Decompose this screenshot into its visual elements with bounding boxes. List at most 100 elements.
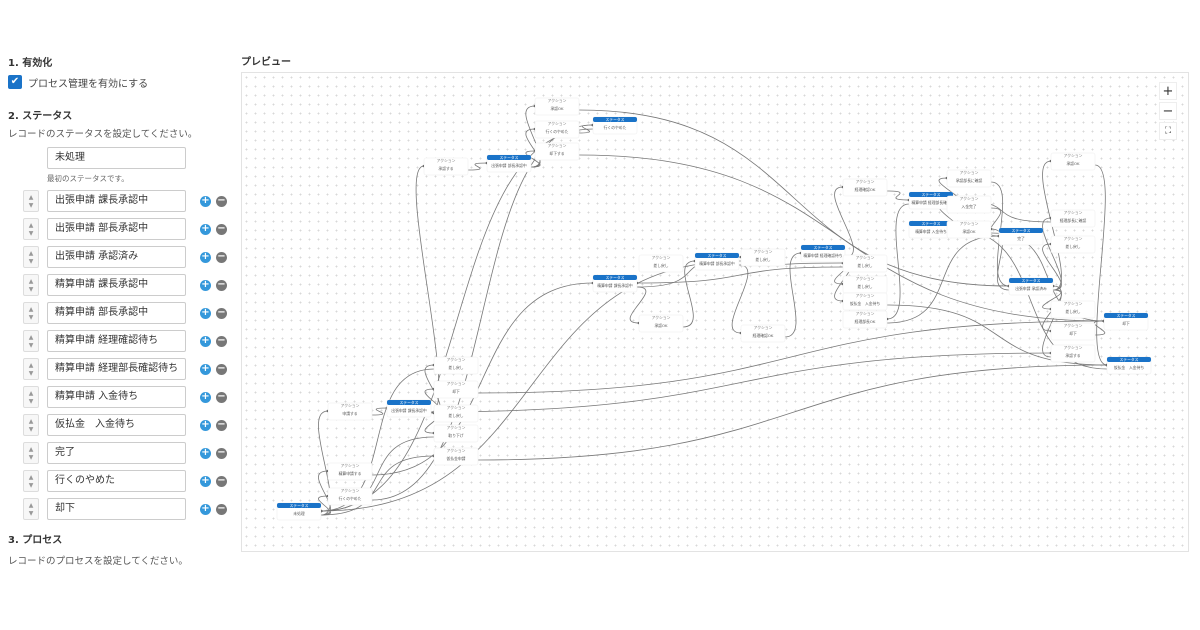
add-status-button[interactable]: + — [200, 251, 211, 263]
status-input[interactable]: 精算申請 課長承認中 — [47, 274, 186, 296]
remove-status-button[interactable]: − — [216, 251, 227, 263]
remove-status-button[interactable]: − — [216, 223, 227, 235]
node-header: アクション — [447, 425, 466, 430]
status-reorder-handle[interactable]: ▲▼ — [23, 414, 39, 436]
remove-status-button[interactable]: − — [216, 447, 227, 459]
remove-status-button[interactable]: − — [216, 503, 227, 515]
zoom-out-button[interactable]: − — [1159, 102, 1177, 120]
status-reorder-handle[interactable]: ▲▼ — [23, 442, 39, 464]
status-input[interactable]: 仮払金 入金待ち — [47, 414, 186, 436]
enable-process-label[interactable]: プロセス管理を有効にする — [28, 79, 149, 90]
enable-process-checkbox[interactable]: ✔ — [8, 75, 22, 89]
add-status-button[interactable]: + — [200, 223, 211, 235]
node-label: 差し戻し — [755, 257, 770, 262]
status-input[interactable]: 出張申請 部長承認中 — [47, 218, 186, 240]
status-input[interactable]: 出張申請 課長承認中 — [47, 190, 186, 212]
initial-status-input[interactable]: 未処理 — [47, 147, 186, 169]
status-input[interactable]: 精算申請 入金待ち — [47, 386, 186, 408]
status-reorder-handle[interactable]: ▲▼ — [23, 386, 39, 408]
status-reorder-handle[interactable]: ▲▼ — [23, 246, 39, 268]
remove-status-button[interactable]: − — [216, 307, 227, 319]
add-status-button[interactable]: + — [200, 335, 211, 347]
add-status-button[interactable]: + — [200, 307, 211, 319]
process-preview-canvas[interactable]: ステータス未処理ステータス出張申請 課長承認中ステータス出張申請 部長承認中ステ… — [241, 72, 1189, 552]
add-status-button[interactable]: + — [200, 419, 211, 431]
add-status-button[interactable]: + — [200, 195, 211, 207]
status-input[interactable]: 完了 — [47, 442, 186, 464]
status-reorder-handle[interactable]: ▲▼ — [23, 218, 39, 240]
status-input[interactable]: 却下 — [47, 498, 186, 520]
add-status-button[interactable]: + — [200, 447, 211, 459]
status-reorder-handle[interactable]: ▲▼ — [23, 302, 39, 324]
status-reorder-handle[interactable]: ▲▼ — [23, 358, 39, 380]
remove-status-button[interactable]: − — [216, 363, 227, 375]
status-input[interactable]: 出張申請 承認済み — [47, 246, 186, 268]
add-status-button[interactable]: + — [200, 475, 211, 487]
add-status-button[interactable]: + — [200, 503, 211, 515]
fit-view-button[interactable]: ⛶ — [1159, 122, 1177, 140]
status-reorder-handle[interactable]: ▲▼ — [23, 498, 39, 520]
status-reorder-handle[interactable]: ▲▼ — [23, 190, 39, 212]
remove-status-button[interactable]: − — [216, 279, 227, 291]
status-input[interactable]: 精算申請 部長承認中 — [47, 302, 186, 324]
add-status-button[interactable]: + — [200, 391, 211, 403]
status-input[interactable]: 精算申請 経理部長確認待ち — [47, 358, 186, 380]
remove-status-button[interactable]: − — [216, 391, 227, 403]
status-input[interactable]: 行くのやめた — [47, 470, 186, 492]
add-status-button[interactable]: + — [200, 279, 211, 291]
status-reorder-handle[interactable]: ▲▼ — [23, 470, 39, 492]
remove-status-button[interactable]: − — [216, 419, 227, 431]
remove-status-button[interactable]: − — [216, 335, 227, 347]
remove-status-button[interactable]: − — [216, 475, 227, 487]
add-status-button[interactable]: + — [200, 363, 211, 375]
status-input[interactable]: 精算申請 経理確認待ち — [47, 330, 186, 352]
status-reorder-handle[interactable]: ▲▼ — [23, 330, 39, 352]
remove-status-button[interactable]: − — [216, 195, 227, 207]
zoom-in-button[interactable]: + — [1159, 82, 1177, 100]
status-reorder-handle[interactable]: ▲▼ — [23, 274, 39, 296]
